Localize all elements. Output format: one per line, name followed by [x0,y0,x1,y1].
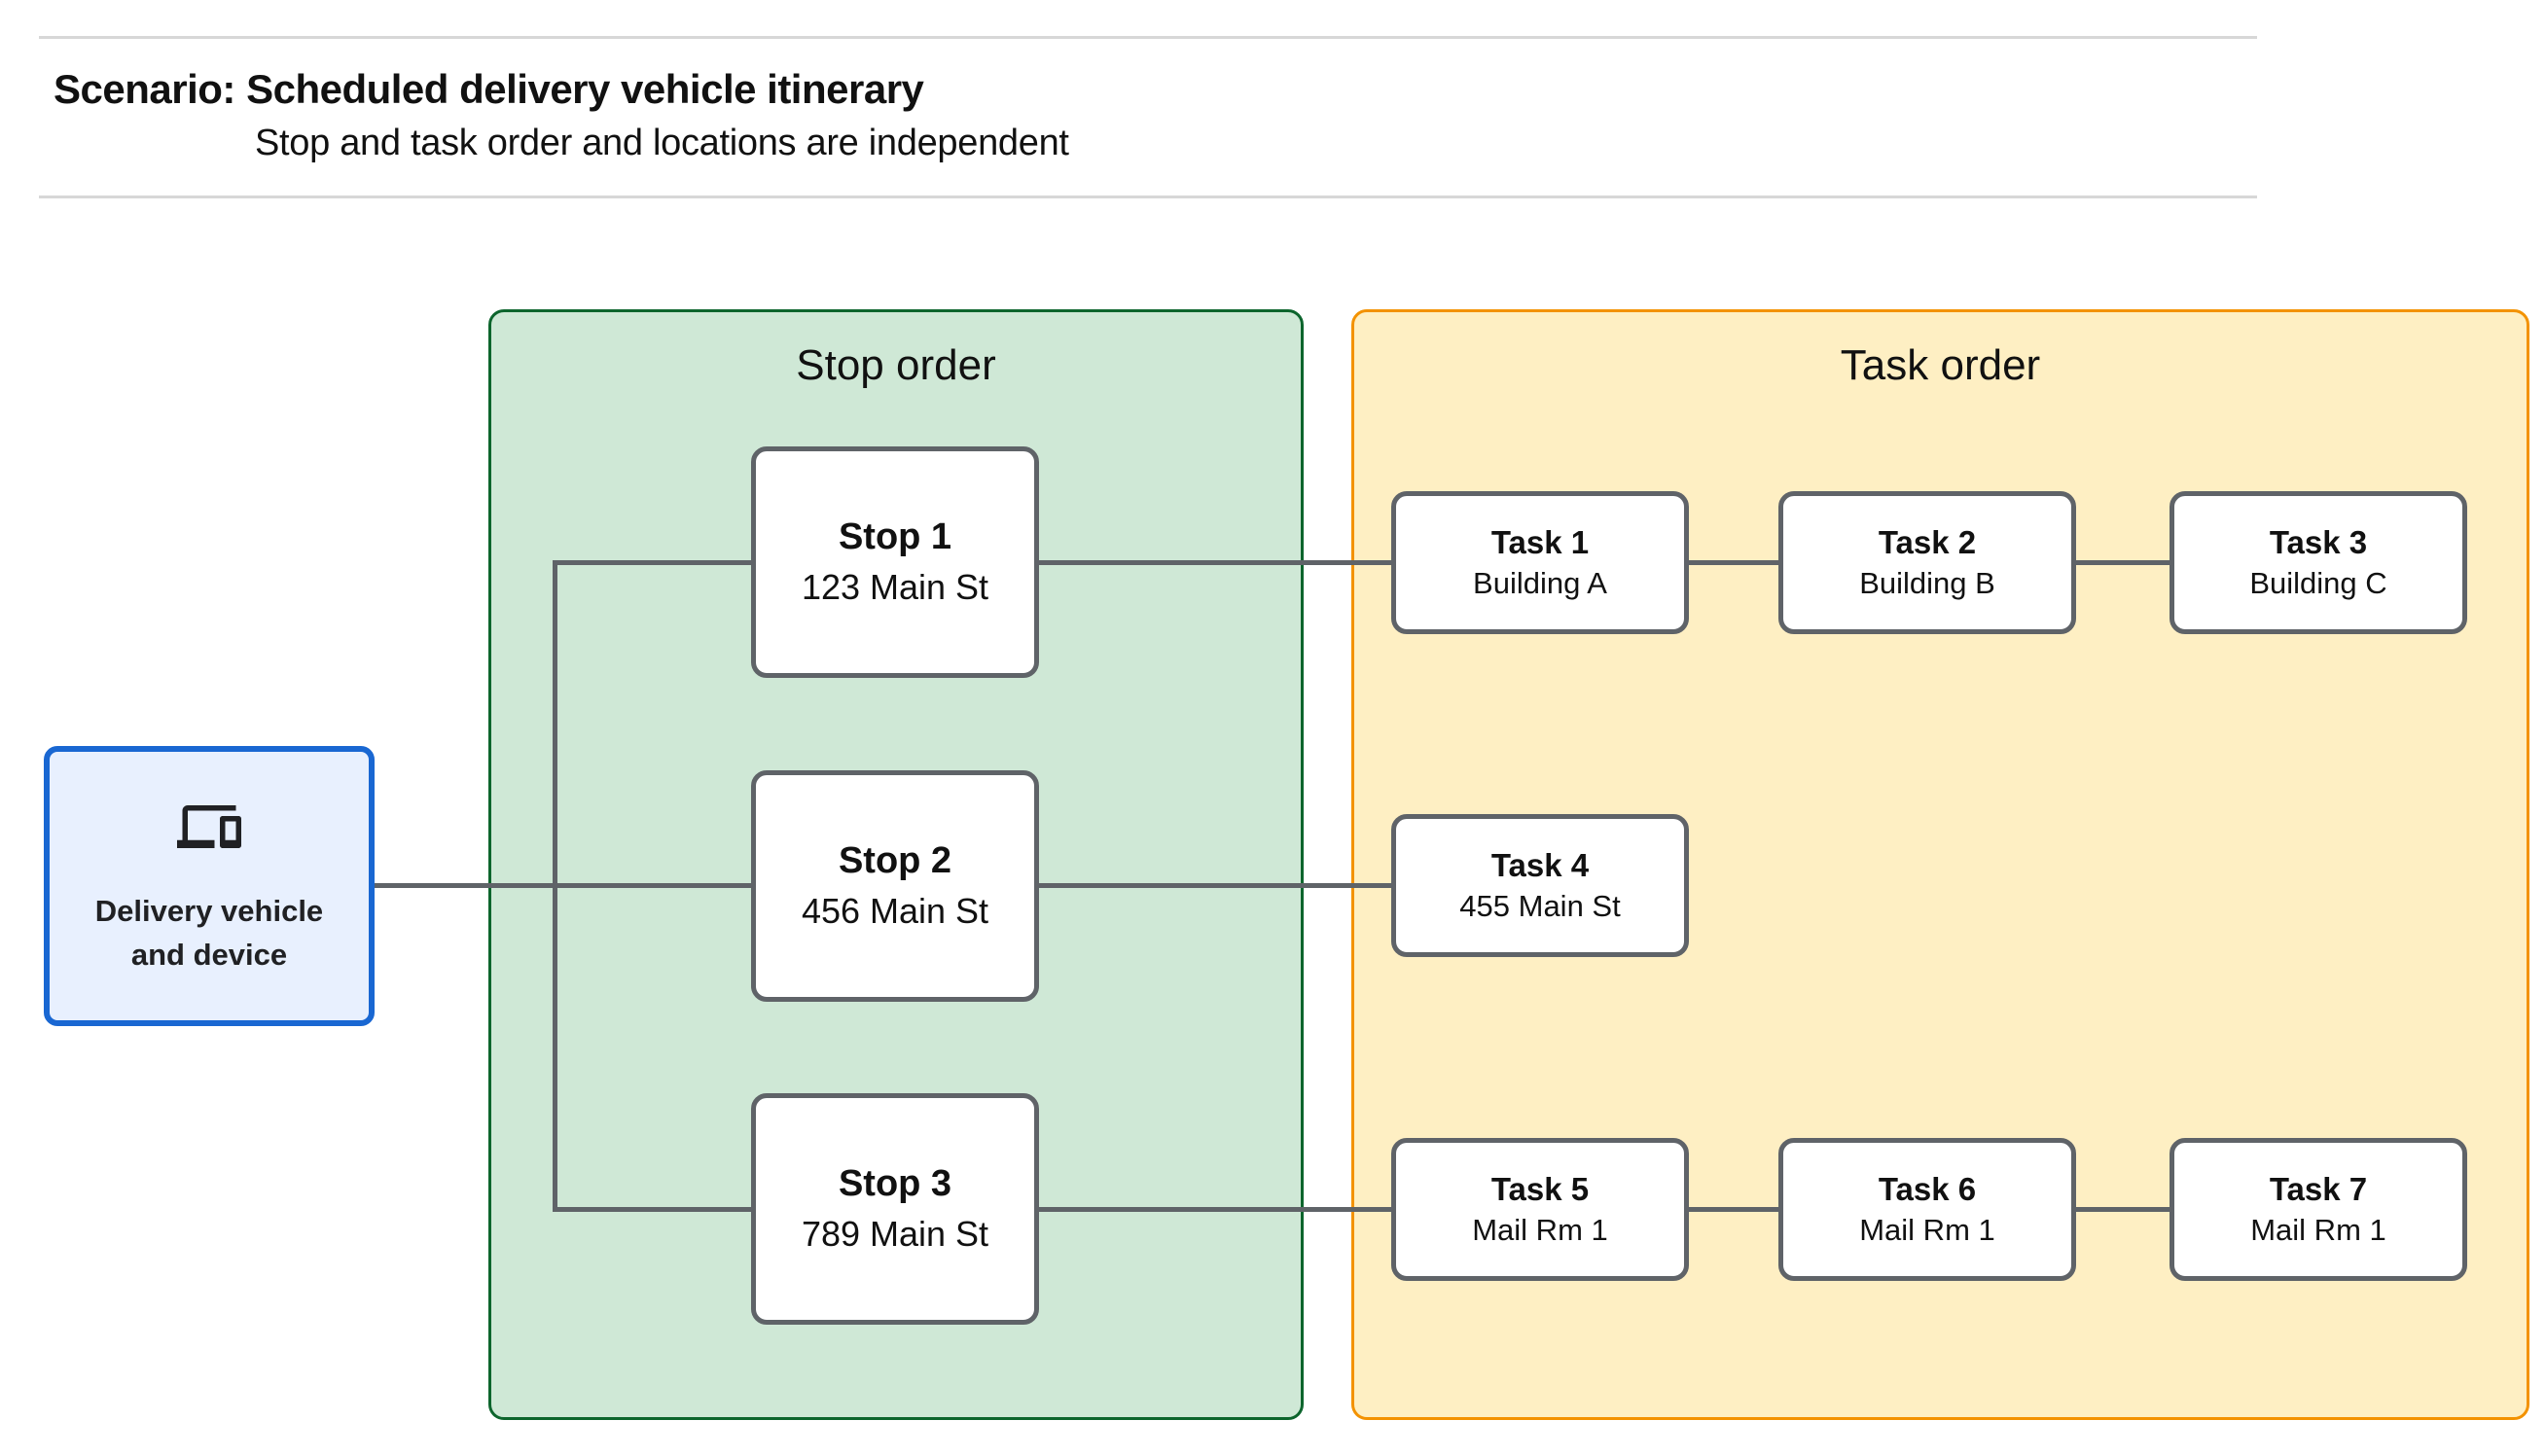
task-1-node: Task 1 Building A [1391,491,1689,634]
edge-trunk-to-stop1 [553,560,751,565]
task-2-node: Task 2 Building B [1778,491,2076,634]
stop-3-title: Stop 3 [838,1163,952,1204]
edge-task2-to-task3 [2076,560,2169,565]
stop-3-address: 789 Main St [801,1214,989,1254]
devices-icon [167,795,251,859]
edge-stop1-to-task1 [1039,560,1391,565]
stop-1-address: 123 Main St [801,567,989,607]
task-1-title: Task 1 [1490,524,1590,560]
task-2-title: Task 2 [1878,524,1977,560]
task-7-title: Task 7 [2269,1171,2368,1207]
edge-trunk-vertical [553,560,557,1212]
edge-trunk-to-stop3 [553,1207,751,1212]
stop-2-address: 456 Main St [801,891,989,931]
edge-task1-to-task2 [1689,560,1778,565]
delivery-vehicle-label: Delivery vehicle and device [94,894,324,972]
stop-order-panel-title: Stop order [796,341,996,389]
delivery-vehicle-node: Delivery vehicle and device [44,746,375,1026]
header-divider-top [39,36,2257,39]
task-order-panel-title: Task order [1840,341,2041,389]
task-6-location: Mail Rm 1 [1859,1213,1995,1247]
task-2-location: Building B [1859,566,1995,600]
task-3-title: Task 3 [2269,524,2368,560]
task-7-location: Mail Rm 1 [2250,1213,2386,1247]
edge-task5-to-task6 [1689,1207,1778,1212]
page-title: Scenario: Scheduled delivery vehicle iti… [54,66,924,112]
task-3-location: Building C [2249,566,2387,600]
stop-1-title: Stop 1 [838,516,952,557]
task-4-node: Task 4 455 Main St [1391,814,1689,957]
stop-1-node: Stop 1 123 Main St [751,446,1039,678]
task-7-node: Task 7 Mail Rm 1 [2169,1138,2467,1281]
edge-stop3-to-task5 [1039,1207,1391,1212]
task-5-node: Task 5 Mail Rm 1 [1391,1138,1689,1281]
stop-3-node: Stop 3 789 Main St [751,1093,1039,1325]
edge-stop2-to-task4 [1039,883,1391,888]
page-subtitle: Stop and task order and locations are in… [255,123,1069,163]
stop-2-title: Stop 2 [838,840,952,881]
task-6-node: Task 6 Mail Rm 1 [1778,1138,2076,1281]
task-6-title: Task 6 [1878,1171,1977,1207]
task-1-location: Building A [1473,566,1607,600]
edge-device-to-stop2 [375,883,751,888]
stop-2-node: Stop 2 456 Main St [751,770,1039,1002]
task-4-title: Task 4 [1490,847,1590,883]
task-3-node: Task 3 Building C [2169,491,2467,634]
task-5-location: Mail Rm 1 [1472,1213,1608,1247]
task-4-location: 455 Main St [1459,889,1621,923]
task-5-title: Task 5 [1490,1171,1590,1207]
header-divider-bottom [39,195,2257,198]
edge-task6-to-task7 [2076,1207,2169,1212]
